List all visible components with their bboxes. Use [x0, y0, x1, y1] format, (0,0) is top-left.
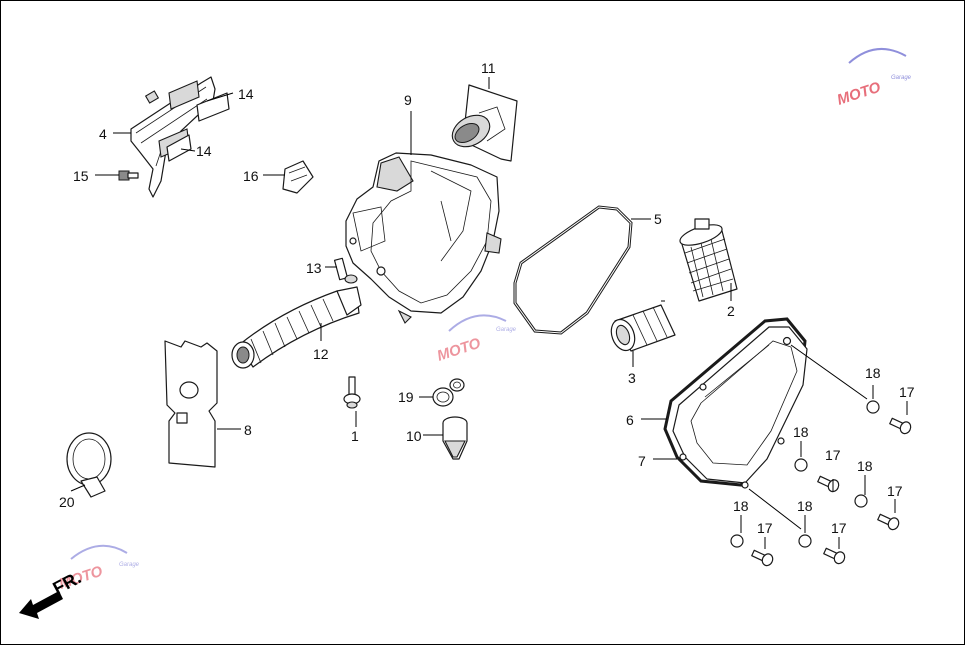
callout-19: 19	[398, 389, 414, 405]
callout-18-b: 18	[793, 424, 809, 440]
callout-18-c: 18	[857, 458, 873, 474]
airbox-housing	[345, 152, 502, 324]
callout-11: 11	[481, 60, 496, 76]
callout-14-top: 14	[238, 86, 254, 102]
callout-17-b: 17	[825, 447, 841, 463]
watermark-sub: Garage	[891, 75, 912, 81]
bolt-15	[118, 170, 139, 181]
callout-3: 3	[628, 370, 636, 386]
callout-18-a: 18	[865, 365, 881, 381]
callout-1: 1	[351, 428, 359, 444]
callout-18-e: 18	[733, 498, 749, 514]
watermark-sub: Garage	[119, 562, 140, 568]
arrow-icon	[19, 591, 63, 619]
callout-2: 2	[727, 303, 735, 319]
callout-17-d: 17	[757, 520, 773, 536]
intake-boot	[451, 84, 518, 162]
front-direction-indicator: FR.	[19, 567, 84, 619]
gasket-5	[513, 205, 633, 335]
o-rings-19	[432, 378, 465, 407]
callout-18-d: 18	[797, 498, 813, 514]
callout-5: 5	[654, 211, 662, 227]
callout-15: 15	[73, 168, 89, 184]
bracket-part	[130, 76, 230, 198]
callout-16: 16	[243, 168, 259, 184]
watermark-brand: MOTO	[835, 79, 883, 109]
clamp-20	[66, 432, 112, 498]
watermark-brand: MOTO	[435, 335, 483, 365]
callout-12: 12	[313, 346, 329, 362]
bolt-1	[343, 376, 361, 409]
clip-16	[282, 160, 314, 194]
callout-labels: 1 2 3 4 5 6 7 8 9 10 11 12 13 14 14 15 1…	[59, 60, 915, 536]
callout-17-e: 17	[831, 520, 847, 536]
filter-element-2	[679, 218, 738, 302]
callout-17-a: 17	[899, 384, 915, 400]
watermark-top-right: MOTO Garage	[835, 47, 912, 109]
filter-element-3	[610, 304, 676, 352]
callout-17-c: 17	[887, 483, 903, 499]
callout-10: 10	[406, 428, 422, 444]
callout-13: 13	[306, 260, 322, 276]
callout-6: 6	[626, 412, 634, 428]
air-cleaner-cover	[663, 317, 808, 489]
corrugated-hose	[231, 286, 362, 369]
plate-8	[164, 340, 218, 468]
callout-14-bottom: 14	[196, 143, 212, 159]
washers-18	[730, 400, 880, 548]
screws-17	[751, 417, 912, 567]
bolt-13	[333, 257, 358, 284]
callout-4: 4	[99, 126, 107, 142]
watermark-sub: Garage	[496, 327, 517, 333]
callout-9: 9	[404, 92, 412, 108]
callout-8: 8	[244, 422, 252, 438]
leader-lines	[70, 77, 908, 549]
drain-plug-10	[442, 416, 468, 460]
callout-7: 7	[638, 453, 646, 469]
watermark-center: MOTO Garage	[435, 314, 517, 365]
callout-20: 20	[59, 494, 75, 510]
